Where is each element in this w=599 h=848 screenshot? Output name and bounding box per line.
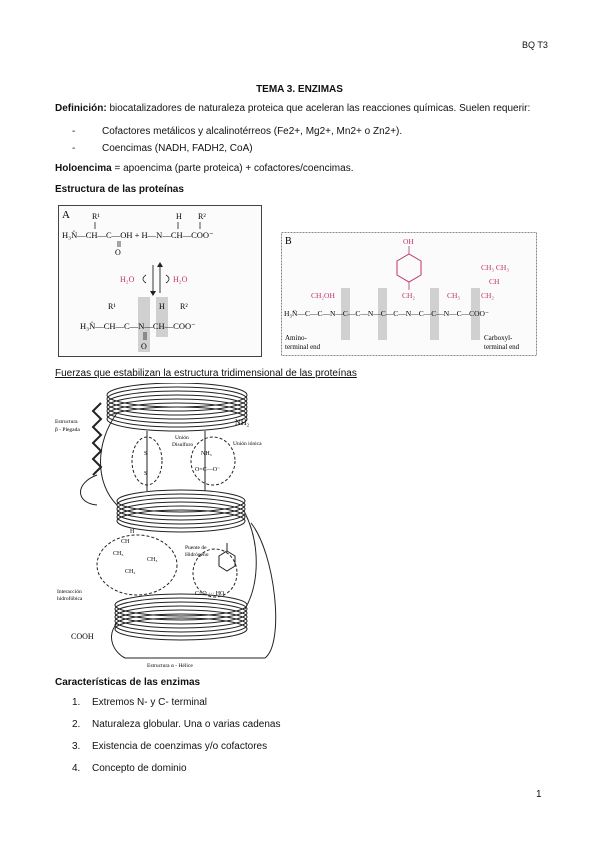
page-title: TEMA 3. ENZIMAS [256, 84, 343, 95]
ch-label: CH [489, 277, 500, 286]
list-number: 1. [72, 697, 81, 708]
amino-terminal-2: terminal end [285, 343, 321, 351]
hbond-label-2: Hidrógeno [185, 552, 209, 558]
r1-top: R¹ [92, 212, 100, 221]
definition-label: Definición: [55, 103, 107, 114]
hbond-label-1: Puente de [185, 545, 207, 551]
hbond-groups: C=O ··· HO [195, 591, 225, 597]
sulfur-2: S [144, 471, 147, 477]
figure-peptide-chain: B OH CH₂ CH₃ CH₃ CH CH₂OH CH₃ CH₂ H₃N̈—C… [281, 232, 537, 356]
list-item: 2. Naturaleza globular. Una o varias cade… [72, 719, 280, 730]
ch2oh-label: CH₂OH [311, 291, 335, 300]
ch-hydro: CH [121, 539, 130, 545]
ch2-val: CH₂ [481, 291, 494, 300]
sulfur-1: S [144, 451, 147, 457]
oh-label: OH [403, 237, 414, 246]
disulfide-label-1: Unión [175, 435, 189, 441]
dash: - [72, 143, 76, 154]
definition-item-1: - Cofactores metálicos y alcalinotérreos … [72, 125, 402, 138]
carboxyl-terminal-2: terminal end [484, 343, 520, 351]
holoenzyme-text: = apoencima (parte proteica) + cofactore… [111, 163, 354, 174]
list-text: Existencia de coenzimas y/o cofactores [92, 741, 268, 752]
definition-paragraph: Definición: biocatalizadores de naturale… [55, 102, 530, 115]
figure-protein-forces: NH₂ COOH Estructura β - Plegada Unión Di… [55, 383, 277, 669]
definition-text: biocatalizadores de naturaleza proteica … [106, 103, 531, 114]
structure-heading: Estructura de las proteínas [55, 184, 184, 195]
cooh-label: COOH [71, 632, 94, 641]
water-right: H₂O [173, 275, 188, 284]
list-text: Concepto de dominio [92, 763, 187, 774]
figure-peptide-bond-formation: A R¹ R² H H₃N̈—CH—C—OH + H—N—CH—COO⁻ O H… [58, 205, 262, 357]
r2-top: R² [198, 212, 206, 221]
h-top: H [176, 212, 182, 221]
forces-heading: Fuerzas que estabilizan la estructura tr… [55, 368, 357, 379]
hydrophobic-label-2: hidrofóbica [57, 595, 83, 602]
alpha-helix-middle [116, 489, 246, 533]
r1-bottom: R¹ [108, 302, 116, 311]
characteristics-heading: Características de las enzimas [55, 677, 201, 688]
carboxylate-label: O=C—O⁻ [195, 467, 220, 473]
disulfide-label-2: Disulfuro [172, 441, 193, 448]
ch3ch3-label: CH₃ CH₃ [481, 263, 509, 272]
peptide-chain: H₃N̈—C—C—N—C—C—N—C—C—N—C—C—N—C—COO⁻ [284, 309, 489, 318]
dash: - [72, 126, 76, 137]
alpha-helix-top [106, 383, 248, 432]
ch2-tyr: CH₂ [402, 291, 415, 300]
h-hydro: H [130, 529, 135, 535]
nh2-label: NH₂ [235, 418, 250, 427]
list-text: Naturaleza globular. Una o varias cadena… [92, 719, 281, 730]
nh3-label: NH₃ [201, 451, 212, 457]
carbonyl-o-bottom: O [141, 342, 147, 351]
h-bottom: H [159, 302, 165, 311]
definition-item-2: - Coencimas (NADH, FADH2, CoA) [72, 142, 253, 155]
figure-a-letter: A [62, 209, 70, 221]
figure-b-letter: B [285, 236, 292, 247]
page-number: 1 [536, 789, 542, 800]
list-number: 3. [72, 741, 81, 752]
list-number: 2. [72, 719, 81, 730]
ch2-hydro: CH₂ [125, 569, 135, 575]
helix-label: Estructura α - Hélice [147, 663, 193, 669]
carboxyl-terminal-1: Carboxyl- [484, 334, 513, 342]
list-number: 4. [72, 763, 81, 774]
ch3-hydro-2: CH₃ [147, 557, 157, 563]
ionic-label: Unión iónica [233, 441, 262, 447]
list-item: 3. Existencia de coenzimas y/o cofactores [72, 741, 267, 752]
list-text: Extremos N- y C- terminal [92, 697, 208, 708]
hydrophobic-label-1: Interacción [57, 589, 82, 595]
water-left: H₂O [120, 275, 135, 284]
beta-label-1: Estructura [55, 419, 78, 425]
reactant-chain: H₃N̈—CH—C—OH + H—N—CH—COO⁻ [62, 230, 214, 240]
amino-terminal-1: Amino- [285, 334, 307, 342]
header-code: BQ T3 [522, 40, 548, 50]
r2-bottom: R² [180, 302, 188, 311]
ch3-label: CH₃ [447, 291, 460, 300]
holoenzyme-label: Holoencima [55, 163, 112, 174]
list-item: 4. Concepto de dominio [72, 763, 187, 774]
definition-item-text: Cofactores metálicos y alcalinotérreos (… [102, 126, 403, 137]
beta-label-2: β - Plegada [55, 427, 80, 433]
definition-item-text: Coencimas (NADH, FADH2, CoA) [102, 143, 253, 154]
alpha-helix-bottom [114, 593, 248, 641]
holoenzyme-paragraph: Holoencima = apoencima (parte proteica) … [55, 162, 353, 175]
ch3-hydro-1: CH₃ [113, 551, 123, 557]
product-chain: H₃N̈—CH—C—N—CH—COO⁻ [80, 321, 196, 331]
carbonyl-o-top: O [115, 248, 121, 257]
list-item: 1. Extremos N- y C- terminal [72, 697, 207, 708]
